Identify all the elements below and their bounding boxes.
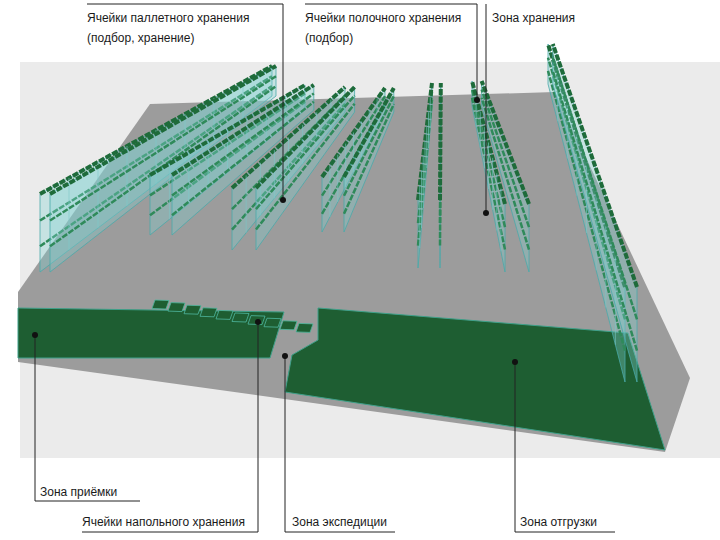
leader-line [515, 362, 615, 532]
rack-shelf [553, 44, 637, 287]
leader-dot [512, 359, 518, 365]
receiving-zone [18, 308, 284, 358]
rack-face [440, 83, 442, 268]
rack-shelf [482, 90, 529, 228]
leader-line [285, 356, 395, 532]
rack-post [169, 164, 170, 220]
rack-post [337, 155, 338, 202]
rack-post [500, 189, 501, 252]
leader-line [305, 4, 477, 100]
rack-shelf [344, 104, 394, 214]
rack-post [480, 112, 481, 148]
rack-shelf [344, 96, 394, 196]
callout-label: Ячейки полочного хранения (подбор) [305, 8, 473, 48]
rack-post [423, 156, 424, 208]
rack-shelf [482, 98, 529, 250]
rack-face [482, 81, 529, 272]
rack-face [553, 44, 637, 382]
storage-rack [322, 88, 394, 232]
rack-shelf [418, 92, 432, 224]
rack-post [430, 98, 431, 128]
floor-cell [168, 303, 185, 312]
leader-dot [483, 210, 489, 216]
rack-post [419, 185, 420, 248]
floor-cell [248, 316, 265, 325]
rack-post [246, 175, 247, 232]
floor-cell [152, 300, 169, 309]
callout-label: Ячейки напольного хранения [82, 512, 282, 532]
leader-dot [280, 197, 286, 203]
rack-shelf [548, 71, 625, 351]
rack-post [426, 127, 427, 168]
leader-line [82, 322, 258, 532]
floor-cell [200, 308, 217, 317]
callout-label: Зона приёмки [40, 482, 240, 502]
leader-dot [32, 332, 38, 338]
leader-dot [474, 97, 480, 103]
floor-cell [232, 313, 249, 322]
rack-post [488, 143, 489, 190]
shipping-zone [285, 308, 665, 450]
floor-cell [280, 321, 297, 330]
leader-dot [282, 353, 288, 359]
rack-shelf [553, 71, 637, 351]
leader-line [35, 335, 140, 501]
rack-shelf [438, 83, 443, 200]
rack-shelf [482, 81, 529, 204]
rack-post [425, 142, 426, 189]
floor-cell [216, 310, 233, 319]
rack-face [418, 83, 432, 268]
rack-post [421, 171, 422, 228]
floor-cell [184, 305, 201, 314]
rack-post [496, 173, 497, 230]
rack-shelf [344, 88, 394, 177]
storage-rack [472, 81, 529, 272]
leader-line [486, 4, 487, 213]
rack-post [492, 158, 493, 210]
callout-label: Ячейки паллетного хранения (подбор, хран… [87, 8, 277, 48]
rack-post [484, 127, 485, 168]
storage-rack [548, 44, 637, 382]
rack-post [428, 112, 429, 148]
rack-face [344, 88, 394, 232]
floor-cell [264, 318, 281, 327]
storage-rack [418, 83, 441, 268]
callout-label: Зона экспедиции [292, 512, 492, 532]
rack-shelf [553, 58, 637, 320]
leader-line [87, 4, 283, 200]
rack-shelf [418, 83, 432, 200]
floor-cell [296, 323, 313, 332]
leader-dot [255, 319, 261, 325]
callout-label: Зона отгрузки [520, 512, 710, 532]
callout-label: Зона хранения [492, 8, 692, 28]
rack-post [329, 166, 330, 217]
